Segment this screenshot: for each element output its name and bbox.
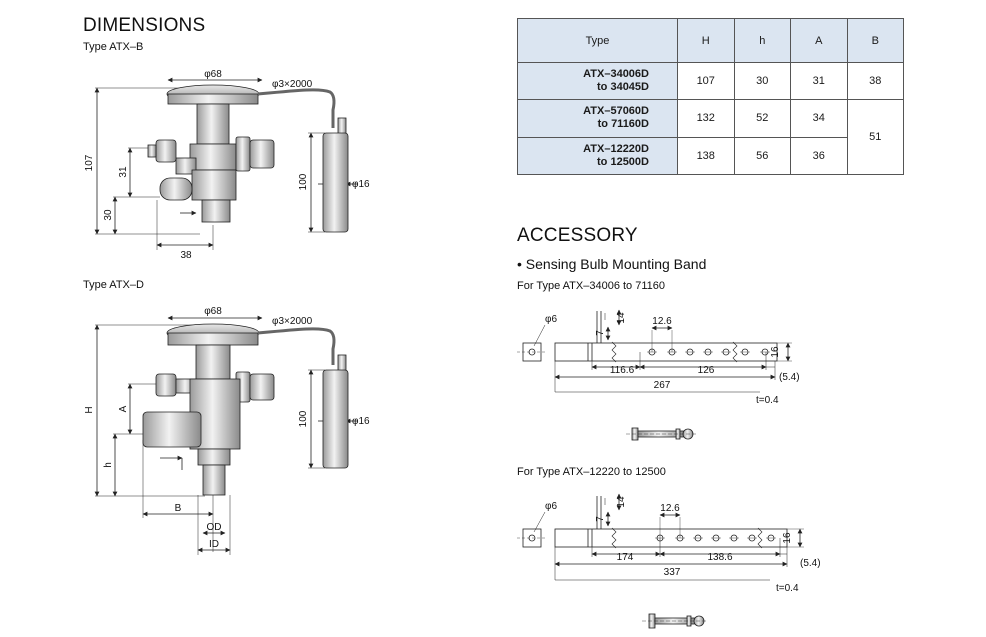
atx-d-dim-h: h — [103, 462, 114, 468]
band-large-offset: (5.4) — [800, 558, 821, 569]
band-large-dim-14: 14 — [616, 496, 627, 508]
atx-b-bulb-dia: φ16 — [352, 179, 370, 190]
th-A: A — [790, 18, 848, 63]
cell-h: 30 — [733, 61, 791, 101]
cell-H: 107 — [677, 61, 735, 101]
band-large-dim-d2: 138.6 — [707, 552, 732, 563]
band-large-total: 337 — [664, 567, 681, 578]
atx-d-bulb-length: 100 — [298, 410, 309, 427]
atx-d-dim-A: A — [118, 405, 129, 412]
type-cell: to 34045D — [597, 81, 649, 94]
band-small-total: 267 — [654, 380, 671, 391]
atx-b-dim-38: 38 — [180, 250, 192, 261]
cell-h: 56 — [733, 136, 791, 176]
atx-b-dim-31: 31 — [118, 166, 129, 178]
band-small-holes — [647, 348, 770, 356]
band-large-dim-7: 7 — [595, 516, 606, 522]
atx-b-caption: Type ATX–B — [83, 41, 144, 53]
band-small-dim-16: 16 — [770, 346, 781, 358]
cell-h: 52 — [733, 99, 791, 138]
atx-b-dia-top: φ68 — [204, 69, 222, 80]
atx-d-dim-OD: OD — [207, 522, 222, 533]
type-cell: ATX–12220D — [583, 142, 649, 155]
band-large-drawing — [517, 493, 804, 629]
cell-B: 38 — [846, 61, 904, 101]
atx-b-dim-30: 30 — [103, 209, 114, 221]
band-small-dim-14: 14 — [616, 312, 627, 324]
band-small-caption: For Type ATX–34006 to 71160 — [517, 280, 665, 292]
atx-d-dim-ID: ID — [209, 539, 219, 550]
band-large-thickness: t=0.4 — [776, 583, 799, 594]
band-small-pitch: 12.6 — [652, 316, 672, 327]
atx-d-caption: Type ATX–D — [83, 279, 144, 291]
band-small-thickness: t=0.4 — [756, 395, 779, 406]
atx-b-capillary: φ3×2000 — [272, 79, 313, 90]
type-cell: ATX–34006D — [583, 68, 649, 81]
band-large-dim-16: 16 — [782, 532, 793, 544]
type-cell: to 71160D — [597, 118, 649, 131]
atx-b-bulb-length: 100 — [298, 173, 309, 190]
band-small-dim-7: 7 — [595, 330, 606, 336]
band-small-offset: (5.4) — [779, 372, 800, 383]
type-cell: to 12500D — [597, 155, 649, 168]
cell-A: 36 — [790, 136, 848, 176]
atx-d-dim-B: B — [175, 503, 182, 514]
cell-B: 51 — [846, 99, 904, 175]
band-small-drawing — [517, 309, 792, 441]
atx-d-capillary: φ3×2000 — [272, 316, 313, 327]
band-large-pitch: 12.6 — [660, 503, 680, 514]
th-h: h — [733, 18, 791, 63]
dimensions-title: DIMENSIONS — [83, 15, 206, 36]
accessory-bullet: • Sensing Bulb Mounting Band — [517, 256, 707, 272]
band-large-dim-d1: 174 — [617, 552, 634, 563]
band-small-dim-d2: 126 — [698, 365, 715, 376]
th-type: Type — [517, 18, 678, 63]
band-large-caption: For Type ATX–12220 to 12500 — [517, 466, 666, 478]
atx-d-bulb-dia: φ16 — [352, 416, 370, 427]
atx-b-drawing — [94, 77, 358, 250]
cell-H: 138 — [677, 136, 735, 176]
accessory-title: ACCESSORY — [517, 225, 638, 246]
atx-d-drawing — [94, 315, 358, 555]
atx-d-dim-H: H — [84, 406, 95, 413]
type-cell: ATX–57060D — [583, 105, 649, 118]
atx-d-dia-top: φ68 — [204, 306, 222, 317]
band-large-holes — [655, 534, 776, 542]
band-small-hole-dia: φ6 — [545, 314, 557, 325]
band-large-hole-dia: φ6 — [545, 501, 557, 512]
cell-A: 31 — [790, 61, 848, 101]
band-small-dim-d1: 116.6 — [610, 365, 635, 376]
th-B: B — [846, 18, 904, 63]
atx-b-height: 107 — [84, 154, 95, 171]
